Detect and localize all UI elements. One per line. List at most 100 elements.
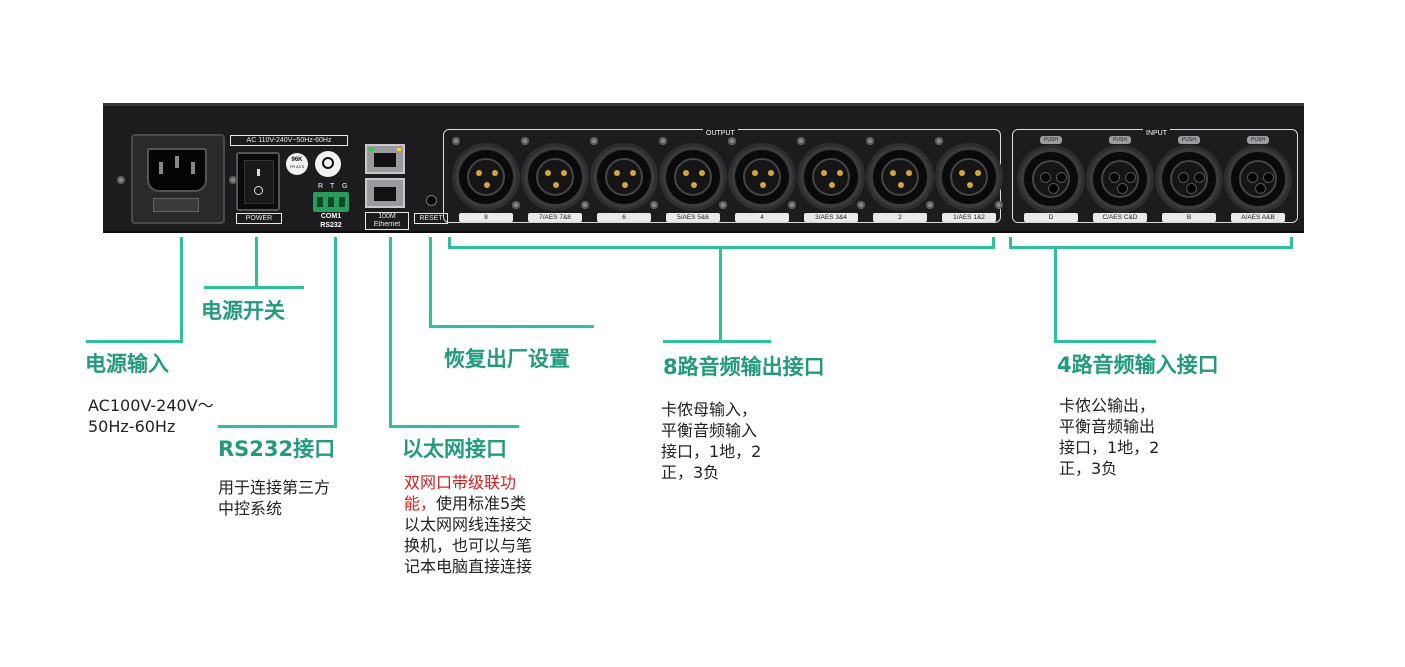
desc-line: 用于连接第三方 [218, 478, 331, 497]
power-inlet[interactable] [131, 134, 225, 224]
xlr-male-icon [743, 158, 781, 196]
output-channel-label: 1/AES 1&2 [942, 213, 996, 222]
screw-icon [719, 201, 727, 209]
callout-line [1054, 340, 1156, 343]
xlr-input-jack[interactable] [1089, 148, 1151, 210]
callout-bracket [1290, 237, 1293, 249]
rtg-labels: R T G [315, 182, 355, 192]
output-channel-label: 6 [597, 213, 651, 222]
screw-icon [857, 201, 865, 209]
output-desc: 卡侬母输入， 平衡音频输入 接口，1地，2 正，3负 [661, 399, 791, 483]
screw-icon [581, 201, 589, 209]
xlr-output-jack[interactable] [524, 146, 586, 208]
xlr-socket-hole [1048, 183, 1059, 194]
xlr-input-jack[interactable] [1227, 148, 1289, 210]
input-channel-label: A/AES A&B [1231, 213, 1285, 222]
xlr-female-icon [1101, 160, 1139, 198]
callout-bracket [1009, 246, 1293, 249]
input-section-label: INPUT [1143, 129, 1170, 138]
output-section-label: OUTPUT [703, 129, 738, 138]
xlr-male-icon [536, 158, 574, 196]
push-latch[interactable]: PUSH [1247, 136, 1269, 144]
xlr-pin [553, 182, 559, 188]
ethernet-title: 以太网接口 [402, 437, 507, 461]
power-input-desc: AC100V-240V～ 50Hz-60Hz [88, 395, 228, 437]
reset-button[interactable] [426, 195, 437, 206]
callout-line [86, 340, 183, 343]
screw-icon [590, 137, 598, 145]
desc-line: 平衡音频输入 [661, 421, 758, 440]
com-label: COM1 RS232 [320, 213, 342, 229]
badge-96k: 96K FR ACS [286, 153, 308, 175]
xlr-output-jack[interactable] [455, 146, 517, 208]
reset-title: 恢复出厂设置 [444, 347, 570, 371]
callout-bracket [448, 237, 451, 249]
xlr-output-jack[interactable] [800, 146, 862, 208]
xlr-pin [484, 182, 490, 188]
screw-icon [117, 176, 125, 184]
desc-line: 平衡音频输出 [1059, 417, 1156, 436]
desc-line: 接口，1地，2 [661, 442, 762, 461]
output-channel-label: 4 [735, 213, 789, 222]
xlr-output-jack[interactable] [593, 146, 655, 208]
ethernet-port-2[interactable] [365, 178, 405, 208]
xlr-male-icon [881, 158, 919, 196]
xlr-input-jack[interactable] [1020, 148, 1082, 210]
output-channel-label: 8 [459, 213, 513, 222]
xlr-pin [906, 170, 912, 176]
rocker-icon [244, 160, 274, 204]
xlr-pin [691, 182, 697, 188]
xlr-male-icon [605, 158, 643, 196]
xlr-output-jack[interactable] [731, 146, 793, 208]
dsp-logo-icon [315, 151, 341, 177]
input-channel-label: C/AES C&D [1093, 213, 1147, 222]
screw-icon [521, 137, 529, 145]
xlr-output-jack[interactable] [938, 146, 1000, 208]
ethernet-port-1[interactable] [365, 144, 405, 174]
desc-line: AC100V-240V～ [88, 396, 214, 415]
input-channel-label: B [1162, 213, 1216, 222]
rs232-terminal[interactable] [313, 192, 349, 212]
xlr-pin [959, 170, 965, 176]
screw-icon [788, 201, 796, 209]
ethernet-desc: 双网口带级联功能，使用标准5类以太网网线连接交换机，也可以与笔记本电脑直接连接 [404, 472, 536, 577]
xlr-socket-hole [1247, 172, 1258, 183]
xlr-male-icon [812, 158, 850, 196]
callout-line [204, 286, 304, 289]
xlr-output-jack[interactable] [869, 146, 931, 208]
xlr-socket-hole [1186, 183, 1197, 194]
callout-line [1054, 249, 1057, 342]
xlr-male-icon [950, 158, 988, 196]
pin-label-r: R [318, 183, 324, 190]
power-switch-title: 电源开关 [201, 299, 285, 323]
power-switch[interactable] [236, 152, 280, 211]
iec-socket-icon [147, 148, 207, 192]
xlr-pin [967, 182, 973, 188]
push-latch[interactable]: PUSH [1109, 136, 1131, 144]
power-input-title: 电源输入 [85, 352, 169, 376]
output-channel-label: 5/AES 5&6 [666, 213, 720, 222]
desc-line: 正，3负 [661, 463, 720, 482]
screw-icon [866, 137, 874, 145]
pin-label-g: G [342, 183, 348, 190]
xlr-input-jack[interactable] [1158, 148, 1220, 210]
pin-label-t: T [330, 183, 335, 190]
callout-line [218, 425, 337, 428]
xlr-output-jack[interactable] [662, 146, 724, 208]
screw-icon [650, 201, 658, 209]
callout-bracket [448, 246, 995, 249]
xlr-pin [699, 170, 705, 176]
xlr-pin [760, 182, 766, 188]
xlr-female-icon [1170, 160, 1208, 198]
xlr-male-icon [467, 158, 505, 196]
callout-line [719, 249, 722, 342]
screw-icon [659, 137, 667, 145]
desc-line: 中控系统 [218, 499, 283, 518]
xlr-pin [821, 170, 827, 176]
push-latch[interactable]: PUSH [1040, 136, 1062, 144]
output-channel-label: 3/AES 3&4 [804, 213, 858, 222]
callout-line [180, 237, 183, 342]
desc-line: 接口，1地，2 [1059, 438, 1160, 457]
xlr-pin [622, 182, 628, 188]
push-latch[interactable]: PUSH [1178, 136, 1200, 144]
